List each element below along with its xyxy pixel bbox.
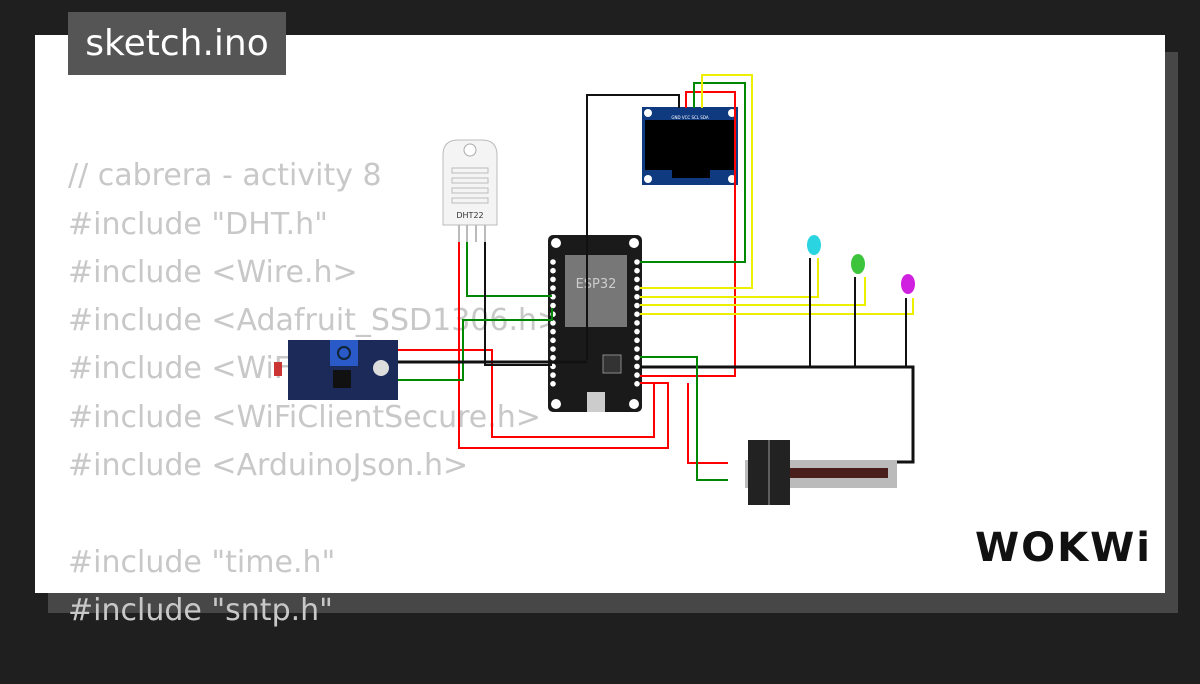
esp32-pin[interactable] [634,354,640,361]
wokwi-logo: WOKWi [975,525,1152,571]
esp32-pin[interactable] [634,372,640,378]
esp32-pin[interactable] [550,259,556,265]
esp32-pin[interactable] [550,346,556,352]
file-tab-title[interactable]: sketch.ino [68,12,286,75]
esp32-pin[interactable] [634,328,640,335]
code-line: #include "time.h" [68,544,336,580]
code-line: #include <WiFiClientSecure.h> [68,399,541,435]
esp32-pin[interactable] [634,276,640,283]
code-line: #include "DHT.h" [68,206,328,242]
esp32-label: ESP32 [576,277,617,292]
esp32-pin[interactable] [550,372,556,378]
led-green[interactable] [851,254,865,274]
esp32-pin[interactable] [634,320,640,326]
esp32-pin[interactable] [550,328,556,335]
led-magenta[interactable] [901,274,915,294]
esp32-pin[interactable] [550,337,556,344]
esp32-pin[interactable] [550,267,556,274]
led-cyan[interactable] [807,235,821,255]
code-line: // cabrera - activity 8 [68,158,382,194]
oled-pin-labels: GND VCC SCL SDA [671,115,708,120]
code-line: #include <Wire.h> [68,254,358,290]
esp32-pin[interactable] [634,267,640,274]
esp32-pin[interactable] [634,302,640,309]
dht22-sensor[interactable]: DHT22 [442,139,498,242]
light-sensor-module[interactable] [274,340,398,400]
esp32-pin[interactable] [550,354,556,361]
code-preview: // cabrera - activity 8 #include "DHT.h" #… [68,104,562,684]
esp32-pin[interactable] [634,363,640,370]
code-line: #include "sntp.h" [68,592,333,628]
esp32-pin[interactable] [634,337,640,344]
esp32-pin[interactable] [634,346,640,352]
esp32-pin[interactable] [550,320,556,326]
oled-display[interactable]: GND VCC SCL SDA [642,107,738,185]
code-line: #include <ArduinoJson.h> [68,448,469,484]
wires [398,74,915,481]
dht22-label: DHT22 [456,211,483,220]
slide-potentiometer[interactable] [745,440,897,505]
esp32-pin[interactable] [634,285,640,291]
esp32-pin[interactable] [550,276,556,283]
circuit-diagram: DHT22 GND VCC SCL SDA ESP32 [274,74,915,505]
esp32-pin[interactable] [550,381,556,387]
esp32-pin[interactable] [634,311,640,318]
esp32-pin[interactable] [634,294,640,300]
esp32-pin[interactable] [550,302,556,309]
esp32-pin[interactable] [634,381,640,387]
esp32-pin[interactable] [634,259,640,265]
esp32-board[interactable]: ESP32 [548,235,642,412]
esp32-pin[interactable] [550,285,556,291]
